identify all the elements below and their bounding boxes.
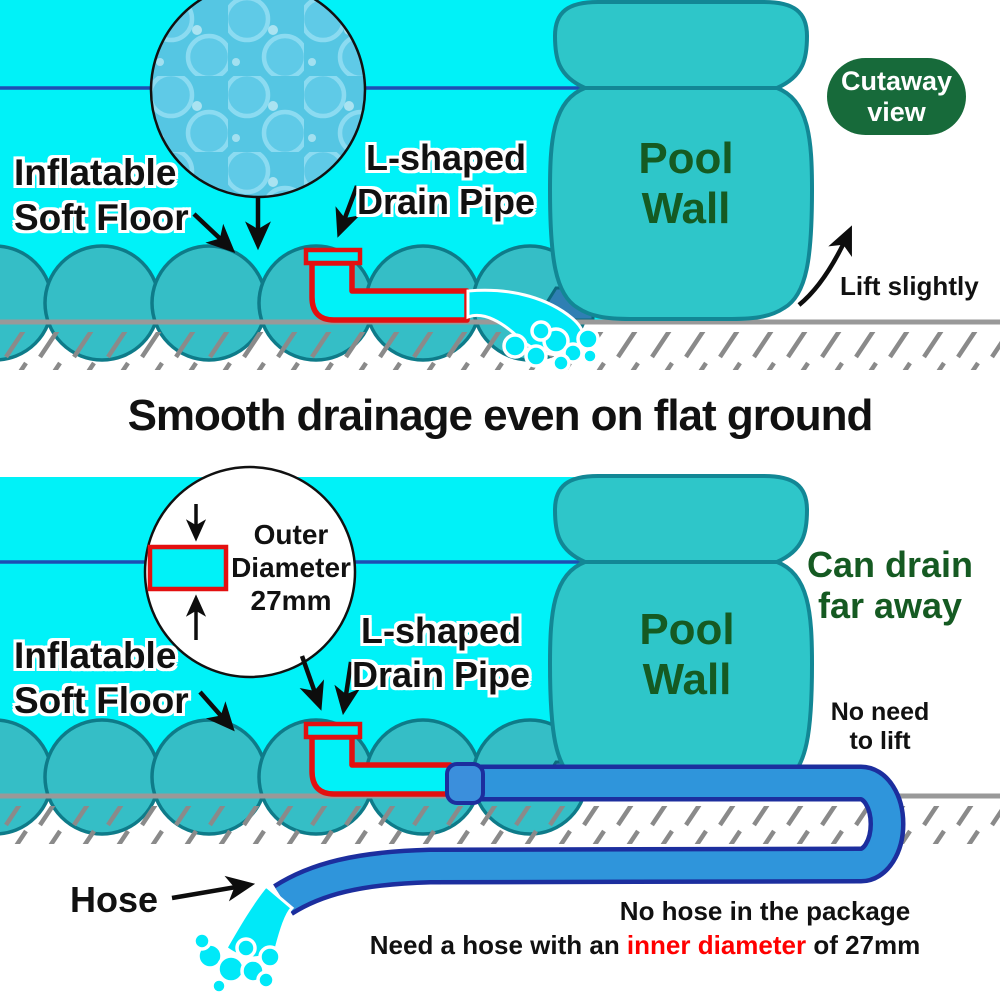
bottom-panel-illustration bbox=[0, 465, 1000, 995]
can-drain-far-away-label: Can drain far away bbox=[806, 544, 974, 626]
pool-wall-top bbox=[547, 0, 815, 321]
note-prefix: Need a hose with an bbox=[369, 930, 627, 960]
pointer-arrows-bottom bbox=[171, 655, 361, 902]
l-shaped-drain-pipe-label-bottom: L-shaped Drain Pipe bbox=[351, 610, 531, 695]
ground-hatch-top bbox=[0, 332, 1000, 370]
inflatable-soft-floor-label-top: Inflatable Soft Floor bbox=[14, 152, 189, 238]
pipe-label-arrow-bottom bbox=[334, 661, 361, 716]
pipe-cross-section bbox=[147, 544, 229, 592]
l-shaped-drain-pipe-top bbox=[303, 247, 470, 323]
l-shaped-drain-pipe-label-top: L-shaped Drain Pipe bbox=[356, 137, 536, 222]
outer-diameter-label: Outer Diameter 27mm bbox=[231, 519, 351, 616]
hose-label: Hose bbox=[70, 879, 159, 920]
lift-arrow bbox=[797, 225, 852, 307]
top-panel-illustration bbox=[0, 0, 1000, 373]
inner-diameter-highlight: inner diameter bbox=[626, 930, 807, 960]
no-need-to-lift-label: No need to lift bbox=[830, 698, 930, 755]
hose-label-arrow bbox=[171, 875, 256, 902]
magnifier-diameter bbox=[143, 465, 357, 679]
lift-slightly-label: Lift slightly bbox=[840, 271, 979, 301]
inner-diameter-note: Need a hose with an inner diameter of 27… bbox=[295, 930, 995, 961]
ground-hatch-bottom bbox=[0, 806, 1000, 844]
pool-wall-label-bottom: Pool Wall bbox=[639, 605, 735, 704]
water-spray-top bbox=[466, 288, 600, 373]
pool-wall-label-top: Pool Wall bbox=[638, 134, 734, 233]
no-hose-note: No hose in the package bbox=[619, 896, 911, 926]
l-shaped-drain-pipe-bottom bbox=[303, 721, 453, 797]
floor-label-arrow-top bbox=[192, 212, 236, 253]
water-spray-bottom bbox=[192, 883, 295, 995]
main-title: Smooth drainage even on flat ground bbox=[127, 391, 874, 440]
drain-hose bbox=[273, 762, 906, 916]
cutaway-view-badge: Cutaway view bbox=[827, 58, 966, 135]
pipe-label-arrow-top bbox=[335, 185, 360, 238]
note-suffix: of 27mm bbox=[806, 930, 921, 960]
magnifier-arrow-bottom bbox=[299, 655, 325, 711]
inflatable-soft-floor-label-bottom: Inflatable Soft Floor bbox=[14, 635, 189, 721]
floor-label-arrow-bottom bbox=[198, 690, 235, 732]
pointer-arrows-top bbox=[192, 185, 852, 307]
hose-connector bbox=[445, 762, 485, 805]
